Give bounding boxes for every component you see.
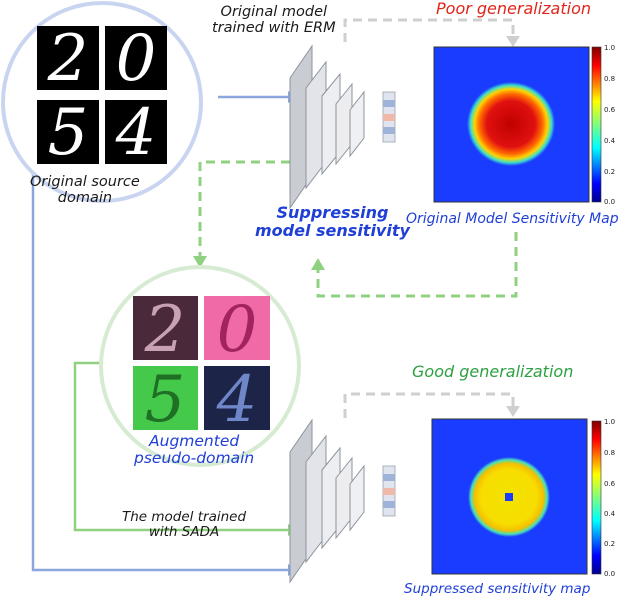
- augmented-digit-2: 0: [217, 293, 258, 367]
- suppressing-line-1: Suppressing: [276, 203, 389, 222]
- augmented-tile-1: [133, 296, 198, 360]
- original-tick-4: 0.4: [604, 137, 616, 145]
- suppressed-tick-5: 0.2: [604, 540, 615, 548]
- source-tile-2: [105, 26, 167, 90]
- original-tick-6: 0.0: [604, 198, 615, 206]
- source-domain-line-1: Original source: [30, 174, 140, 190]
- original-map-hotspot: [467, 82, 555, 166]
- source-domain-line-2: domain: [57, 190, 113, 207]
- suppressing-line-2: model sensitivity: [255, 220, 410, 240]
- arrowhead-map-to-suppress: [311, 258, 325, 270]
- suppressed-tick-3: 0.6: [604, 480, 616, 488]
- source-tile-4: [105, 100, 167, 164]
- original-map-caption: Original Model Sensitivity Map: [406, 211, 619, 227]
- original-colorbar: [591, 46, 602, 203]
- arrow-map-to-suppress: [316, 232, 518, 298]
- original-colorbar-ticks: 1.0 0.8 0.6 0.4 0.2 0.0: [604, 44, 616, 206]
- arrowhead-erm-to-map: [506, 36, 520, 47]
- good-generalization-label: Good generalization: [412, 362, 574, 381]
- source-digit-3: 5: [48, 96, 89, 170]
- source-digit-grid: 2 0 5 4: [37, 22, 167, 170]
- arrow-source-to-sada: [31, 158, 288, 572]
- original-sensitivity-map: 1.0 0.8 0.6 0.4 0.2 0.0: [433, 44, 616, 206]
- suppressed-colorbar: [591, 420, 602, 575]
- original-model-line-1: Original model: [220, 4, 328, 20]
- arrow-suppress-to-augmented: [198, 160, 290, 258]
- arrow-sada-to-map: [343, 392, 515, 418]
- suppressed-tick-6: 0.0: [604, 570, 615, 578]
- original-model-line-2: trained with ERM: [212, 20, 336, 37]
- source-tile-1: [37, 26, 99, 90]
- source-domain-circle: [1, 1, 203, 203]
- augmented-tile-2: [204, 296, 270, 360]
- augmented-digit-4: 4: [216, 363, 258, 437]
- arrow-erm-to-map: [343, 18, 515, 42]
- augmented-tile-4: [204, 366, 270, 430]
- poor-generalization-label: Poor generalization: [436, 0, 591, 18]
- original-tick-5: 0.2: [604, 168, 615, 176]
- suppressed-tick-2: 0.8: [604, 449, 615, 457]
- augmented-domain-line-2: pseudo-domain: [134, 449, 255, 468]
- source-digit-2: 0: [116, 22, 157, 96]
- original-tick-2: 0.8: [604, 75, 615, 83]
- source-domain-label: Original source domain: [30, 174, 140, 206]
- suppressed-map-center: [505, 493, 513, 501]
- arrowhead-suppress-to-augmented: [193, 256, 207, 268]
- sada-network: [289, 418, 396, 584]
- source-tile-3: [37, 100, 99, 164]
- suppressed-tick-1: 1.0: [604, 418, 615, 426]
- augmented-domain-label: Augmented pseudo-domain: [134, 432, 255, 468]
- erm-network: [289, 44, 396, 210]
- arrow-augmented-to-sada: [73, 361, 288, 532]
- augmented-tile-3: [133, 366, 198, 430]
- suppressing-label: Suppressing model sensitivity: [255, 204, 410, 240]
- suppressed-sensitivity-map: 1.0 0.8 0.6 0.4 0.2 0.0: [431, 418, 616, 578]
- sada-model-line-2: with SADA: [148, 524, 220, 541]
- augmented-digit-1: 2: [144, 293, 186, 367]
- source-digit-4: 4: [115, 96, 157, 170]
- suppressed-map-caption: Suppressed sensitivity map: [404, 581, 591, 597]
- sada-model-line-1: The model trained: [122, 509, 247, 525]
- augmented-domain-line-1: Augmented: [149, 432, 240, 450]
- suppressed-colorbar-ticks: 1.0 0.8 0.6 0.4 0.2 0.0: [604, 418, 616, 578]
- augmented-digit-3: 5: [145, 363, 186, 437]
- original-tick-3: 0.6: [604, 106, 616, 114]
- original-tick-1: 1.0: [604, 44, 615, 52]
- sada-model-label: The model trained with SADA: [122, 509, 247, 541]
- arrowhead-sada-to-map: [506, 406, 520, 417]
- suppressed-tick-4: 0.4: [604, 510, 616, 518]
- source-digit-1: 2: [47, 22, 89, 96]
- augmented-digit-grid: 2 0 5 4: [133, 293, 270, 437]
- original-model-label: Original model trained with ERM: [212, 4, 336, 36]
